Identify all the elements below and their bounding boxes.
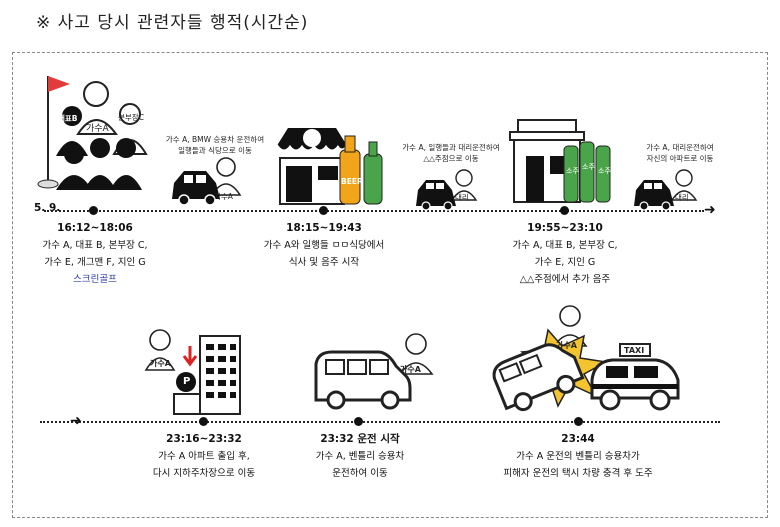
crash-singer-label: 가수A [556,341,577,350]
timeline-dot-1 [89,206,98,215]
apartment-singer-label: 가수A [150,359,171,368]
event-4: 23:16~23:32 가수 A 아파트 출입 후, 다시 지하주차장으로 이동 [152,433,256,479]
soju-label-1: 소주 [566,167,579,175]
figure-friend-g-label: 지인G [114,167,134,176]
figure-director-label: 본부장C [118,113,144,122]
beer-label: BEER [341,177,363,186]
restaurant-icon [277,128,383,205]
figure-comedian-f-label: 개그맨F [88,167,114,176]
timeline-dot-2 [319,206,328,215]
crash-scene-icon [492,305,680,412]
taxi-sign-label: TAXI [624,346,645,355]
event-2: 18:15~19:43 가수 A와 일행들 ㅁㅁ식당에서 식사 및 음주 시작 [263,222,385,268]
chauffeur-car-icon-2 [634,169,698,211]
bar-building-icon [509,119,611,203]
car-singer-label: 가수A [214,192,233,201]
event-1: 16:12~18:06 가수 A, 대표 B, 본부장 C, 가수 E, 개그맨… [42,222,148,285]
figure-ceo-label: 대표B [58,114,78,123]
timeline-dot-3 [560,206,569,215]
event-6: 23:44 가수 A 운전의 벤틀리 승용차가 피해자 운전의 택시 차량 충격… [503,433,653,479]
timeline-row-1 [44,210,704,212]
golf-group-icon [37,76,148,190]
bentley-singer-label: 가수A [400,365,421,374]
page-title: ※ 사고 당시 관련자들 행적(시간순) [36,13,309,33]
bentley-car-icon [314,333,434,410]
event-3: 19:55~23:10 가수 A, 대표 B, 본부장 C, 가수 E, 지인 … [512,222,618,285]
soju-label-3: 소주 [598,167,611,175]
soju-label-2: 소주 [582,163,595,171]
timeline-start-arrow-icon: ➜ [70,413,82,429]
timeline-dot-4 [199,417,208,426]
parking-icon: P [183,376,191,387]
bmw-car-icon [172,157,242,206]
timeline-row-2 [40,421,720,423]
figure-singer-e-label: 가수E [64,167,83,176]
timeline-dot-5 [354,417,363,426]
timeline-arrow-icon: ➜ [704,202,716,218]
figure-singer-label: 가수A [86,124,109,134]
timeline-dot-6 [574,417,583,426]
caption-move-to-bar: 가수 A, 일행들과 대리운전하여△△주점으로 이동 [402,143,500,163]
apartment-parking-icon [144,329,241,415]
date-label: 5. 9. [34,202,61,214]
diagram-frame [12,52,768,518]
chauffeur-car-icon-1 [416,169,478,211]
event-5: 23:32 운전 시작 가수 A, 벤틀리 승용차 운전하여 이동 [315,433,405,479]
driver-label-1: 대리 [455,193,469,202]
driver-label-2: 대리 [675,193,689,202]
